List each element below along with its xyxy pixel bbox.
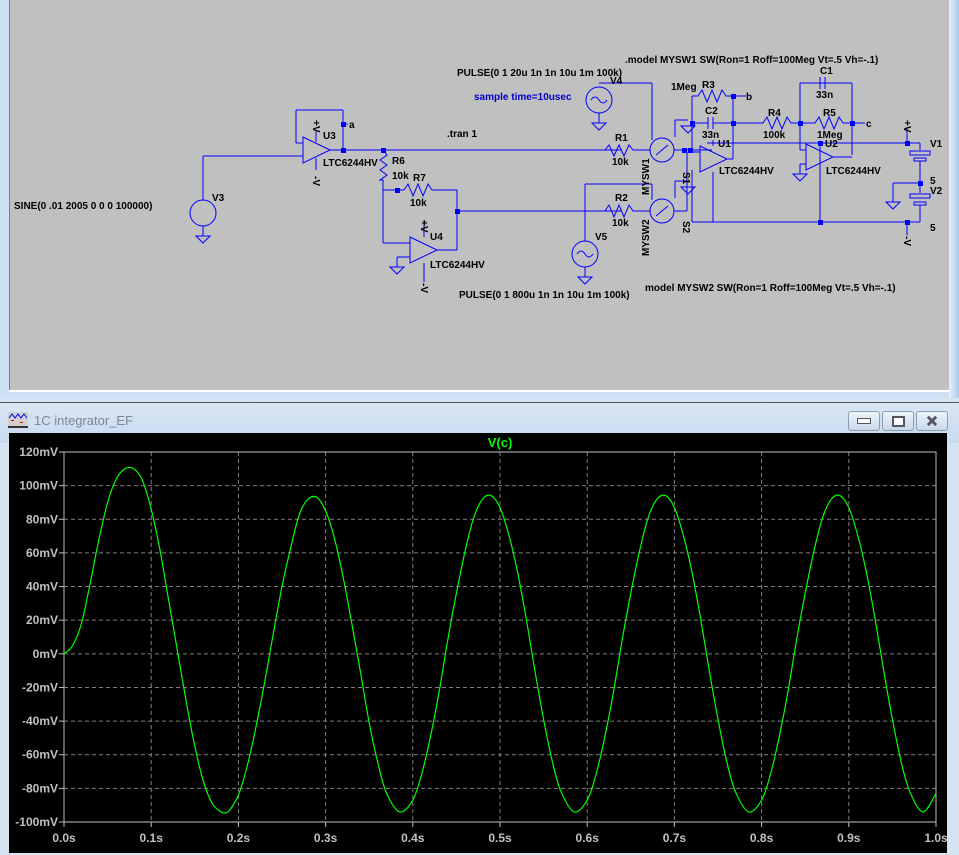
r2-label: R2 bbox=[615, 193, 628, 204]
u1-model-label: LTC6244HV bbox=[719, 166, 774, 177]
schematic-canvas[interactable]: SINE(0 .01 2005 0 0 0 100000) V3 PULSE(0… bbox=[9, 0, 950, 392]
minimize-icon bbox=[857, 418, 871, 424]
r6-value-label: 10k bbox=[392, 171, 409, 182]
r4-value-label: 100k bbox=[763, 130, 786, 141]
v3-value-label: SINE(0 .01 2005 0 0 0 100000) bbox=[14, 201, 152, 212]
c2-label: C2 bbox=[705, 106, 718, 117]
r3-value-label: 1Meg bbox=[671, 82, 697, 93]
x-tick-label: 0.6s bbox=[576, 831, 600, 845]
r5-value-label: 1Meg bbox=[817, 130, 843, 141]
r1-value-label: 10k bbox=[612, 157, 629, 168]
minimize-button[interactable] bbox=[848, 411, 880, 431]
close-icon: ✕ bbox=[926, 413, 939, 429]
r1-label: R1 bbox=[615, 133, 628, 144]
v4-label: V4 bbox=[610, 76, 623, 87]
net-a-label: a bbox=[349, 120, 355, 131]
s1-label: S1 bbox=[680, 172, 691, 185]
v1-label: V1 bbox=[930, 139, 943, 150]
y-tick-label: 0mV bbox=[33, 647, 58, 661]
c1-value-label: 33n bbox=[816, 90, 833, 101]
y-tick-label: 20mV bbox=[26, 613, 58, 627]
u1-label: U1 bbox=[718, 139, 731, 150]
plot-area[interactable]: V(c) 120mV 100mV 80mV 60mV 40mV 20mV 0mV -20mV -… bbox=[9, 433, 948, 853]
r2-value-label: 10k bbox=[612, 218, 629, 229]
u4-vplus-label: +V bbox=[418, 220, 429, 233]
u4-label: U4 bbox=[430, 232, 443, 243]
x-tick-label: 0.1s bbox=[140, 831, 164, 845]
x-tick-label: 0.7s bbox=[663, 831, 687, 845]
u3-label: U3 bbox=[323, 131, 336, 142]
u3-opamp-symbol bbox=[302, 136, 332, 164]
v1-vplus-label: +V bbox=[901, 120, 912, 133]
y-tick-label: -60mV bbox=[22, 748, 58, 762]
x-tick-label: 0.8s bbox=[750, 831, 774, 845]
x-tick-label: 0.2s bbox=[227, 831, 251, 845]
r4-label: R4 bbox=[768, 108, 781, 119]
y-tick-label: 100mV bbox=[19, 479, 58, 493]
s2-label: S2 bbox=[680, 221, 691, 234]
trace-label-vc[interactable]: V(c) bbox=[488, 435, 513, 450]
schematic-drawing: SINE(0 .01 2005 0 0 0 100000) V3 PULSE(0… bbox=[14, 55, 943, 301]
u3-model-label: LTC6244HV bbox=[323, 158, 378, 169]
trace-vc[interactable] bbox=[63, 466, 937, 814]
u4-vminus-label: -V bbox=[418, 283, 429, 293]
x-tick-label: 1.0s bbox=[924, 831, 948, 845]
v4-value-label: PULSE(0 1 20u 1n 1n 10u 1m 100k) bbox=[457, 68, 622, 79]
r7-label: R7 bbox=[413, 173, 426, 184]
c1-label: C1 bbox=[820, 66, 833, 77]
waveform-window-title: 1C integrator_EF bbox=[34, 412, 133, 428]
net-b-label: b bbox=[746, 92, 752, 103]
model-mysw1-directive[interactable]: .model MYSW1 SW(Ron=1 Roff=100Meg Vt=.5 … bbox=[625, 55, 878, 66]
schematic-window: SINE(0 .01 2005 0 0 0 100000) V3 PULSE(0… bbox=[0, 0, 959, 398]
v2-label: V2 bbox=[930, 186, 943, 197]
waveform-window: 1C integrator_EF ✕ V(c) 120mV 100mV 80mV 60… bbox=[0, 402, 959, 855]
comment-sample-time: sample time=10usec bbox=[474, 92, 572, 103]
net-c-label: c bbox=[866, 119, 872, 130]
v5-label: V5 bbox=[595, 232, 608, 243]
x-tick-label: 0.9s bbox=[837, 831, 861, 845]
y-tick-label: 40mV bbox=[26, 580, 58, 594]
y-tick-label: -40mV bbox=[22, 714, 58, 728]
s1-model-label: MYSW1 bbox=[641, 158, 652, 195]
u3-vplus-label: +V bbox=[310, 120, 321, 133]
y-tick-label: 120mV bbox=[19, 445, 58, 459]
r7-value-label: 10k bbox=[410, 198, 427, 209]
x-tick-label: 0.5s bbox=[488, 831, 512, 845]
close-button[interactable]: ✕ bbox=[916, 411, 948, 431]
u3-vminus-label: -V bbox=[310, 176, 321, 186]
s2-model-label: MYSW2 bbox=[641, 219, 652, 256]
y-tick-label: 60mV bbox=[26, 546, 58, 560]
tran-directive[interactable]: .tran 1 bbox=[447, 129, 477, 140]
y-tick-label: -80mV bbox=[22, 781, 58, 795]
r6-label: R6 bbox=[392, 156, 405, 167]
u2-label: U2 bbox=[825, 139, 838, 150]
v2-vminus-label: -V bbox=[901, 236, 912, 246]
y-tick-label: -20mV bbox=[22, 680, 58, 694]
v1-value-label: 5 bbox=[930, 176, 936, 187]
v3-label: V3 bbox=[212, 193, 225, 204]
schematic-window-frame-right bbox=[949, 0, 959, 398]
x-tick-label: 0.3s bbox=[314, 831, 338, 845]
waveform-viewer-icon bbox=[8, 412, 28, 428]
v5-value-label: PULSE(0 1 800u 1n 1n 10u 1m 100k) bbox=[459, 290, 630, 301]
ground-icon bbox=[194, 235, 212, 244]
restore-icon bbox=[891, 415, 905, 427]
u4-model-label: LTC6244HV bbox=[430, 260, 485, 271]
waveform-window-titlebar[interactable]: 1C integrator_EF bbox=[8, 410, 133, 430]
v2-value-label: 5 bbox=[930, 223, 936, 234]
c2-value-label: 33n bbox=[702, 130, 719, 141]
restore-button[interactable] bbox=[882, 411, 914, 431]
u1-opamp-symbol bbox=[699, 145, 729, 173]
y-tick-label: 80mV bbox=[26, 512, 58, 526]
r5-label: R5 bbox=[823, 108, 836, 119]
model-mysw2-directive[interactable]: model MYSW2 SW(Ron=1 Roff=100Meg Vt=.5 V… bbox=[645, 283, 896, 294]
u4-opamp-symbol bbox=[409, 236, 439, 264]
x-tick-label: 0.0s bbox=[52, 831, 76, 845]
u2-model-label: LTC6244HV bbox=[826, 166, 881, 177]
r3-label: R3 bbox=[702, 80, 715, 91]
x-tick-label: 0.4s bbox=[401, 831, 425, 845]
y-tick-label: -100mV bbox=[15, 815, 58, 829]
